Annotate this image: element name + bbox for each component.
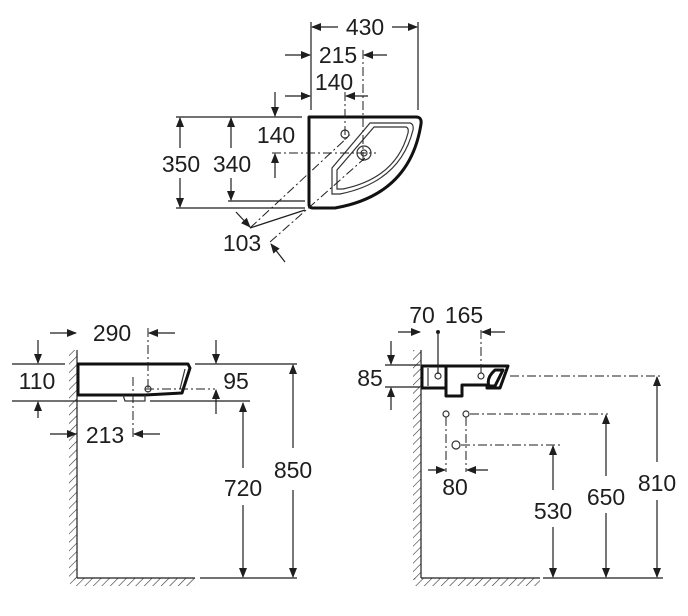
dim-bracket-height-85: 85 xyxy=(357,365,383,391)
sink-outline-top xyxy=(307,115,423,210)
dim-drain-offset-213: 213 xyxy=(86,422,124,448)
dim-supply-height-650: 650 xyxy=(587,484,625,510)
drain-outlet xyxy=(122,394,146,402)
wall-hatch xyxy=(413,350,421,580)
dim-overflow-95: 95 xyxy=(223,368,249,394)
floor-hatch xyxy=(70,578,195,586)
waste-point-icon xyxy=(451,440,461,450)
dim-diagonal-103: 103 xyxy=(223,230,261,256)
dim-width-430: 430 xyxy=(346,14,384,40)
supply-point-icon xyxy=(462,410,470,418)
dim-supply-spacing-80: 80 xyxy=(442,474,468,500)
top-view: 430 215 140 140 350 340 103 xyxy=(162,14,423,263)
floor-hatch xyxy=(414,578,540,586)
dim-tap-y-140: 140 xyxy=(257,122,295,148)
supply-point-icon xyxy=(442,410,450,418)
dim-depth-340: 340 xyxy=(213,151,251,177)
dim-height-110: 110 xyxy=(19,368,56,394)
dim-waste-height-530: 530 xyxy=(534,498,572,524)
basin-inner-top xyxy=(331,122,414,195)
dim-top-height-850: 850 xyxy=(274,457,312,483)
wall-hatch xyxy=(69,350,77,580)
dim-bottom-height-720: 720 xyxy=(224,475,262,501)
dim-half-width-215: 215 xyxy=(319,42,357,68)
dim-bracket-offset-70: 70 xyxy=(409,302,435,328)
dim-waste-offset-290: 290 xyxy=(93,320,131,346)
dim-bracket-spacing-165: 165 xyxy=(445,302,483,328)
sink-outline-side xyxy=(76,362,192,397)
dim-tap-x-140: 140 xyxy=(315,69,353,95)
dim-depth-350: 350 xyxy=(162,151,200,177)
side-view: 290 110 95 213 720 850 xyxy=(12,320,312,586)
dim-fixing-height-810: 810 xyxy=(638,470,676,496)
sink-outline-front xyxy=(420,364,448,390)
front-view: 70 165 85 80 530 650 810 xyxy=(357,302,676,586)
